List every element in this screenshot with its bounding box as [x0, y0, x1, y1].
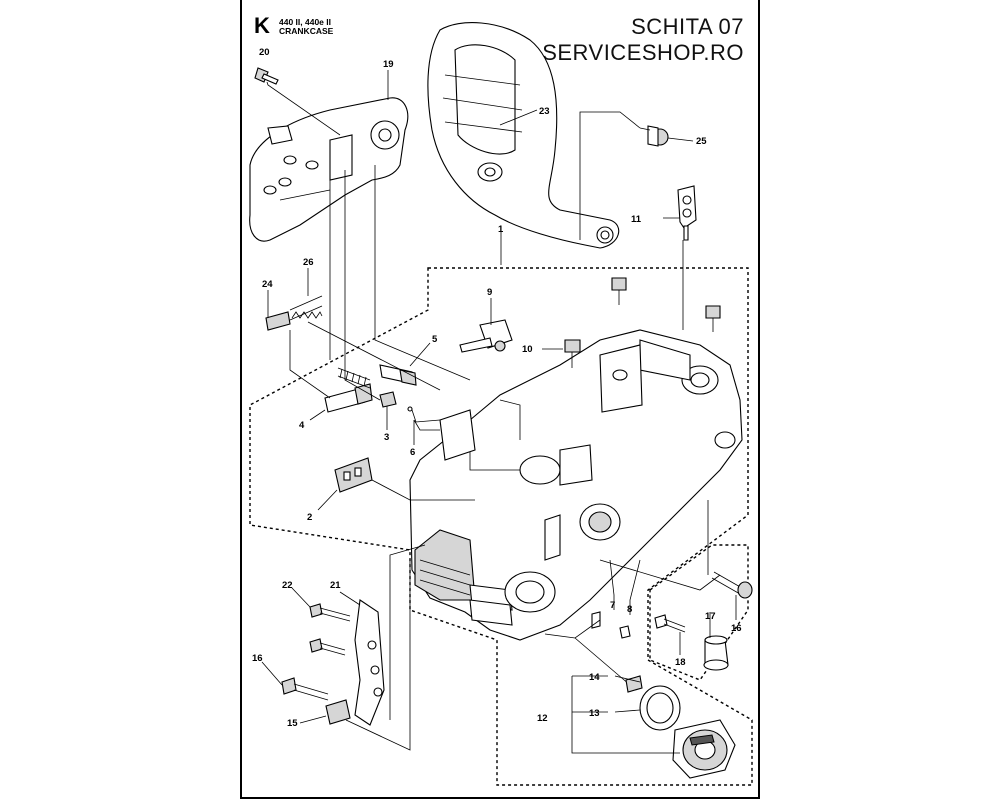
plate-part-15 — [325, 699, 351, 725]
callout-6: 6 — [410, 447, 415, 458]
oil-pickup-part-9 — [459, 319, 513, 353]
callout-3: 3 — [384, 432, 389, 443]
pin-part-6 — [407, 406, 441, 423]
threaded-rod — [337, 367, 371, 389]
callout-5: 5 — [432, 334, 438, 345]
callout-16-right: 16 — [731, 623, 742, 634]
callout-2: 2 — [307, 512, 312, 523]
chain-catcher-part-21 — [354, 599, 385, 726]
sleeve-part-5 — [379, 364, 417, 386]
kit-16-18-boundary — [649, 544, 749, 681]
screw-part-22b — [309, 638, 346, 656]
callout-1: 1 — [498, 224, 504, 235]
callout-4: 4 — [299, 420, 305, 431]
screw-part-16-right — [711, 571, 753, 599]
seal-part-13 — [639, 685, 681, 731]
callout-25: 25 — [696, 136, 707, 147]
diagram-frame — [240, 0, 760, 799]
section-letter: K — [254, 13, 270, 38]
oil-hose-part-14 — [544, 619, 643, 693]
callout-9: 9 — [487, 287, 492, 298]
part-7-8 — [591, 611, 631, 639]
crankcase-part-1 — [409, 329, 743, 641]
plug-part-17 — [703, 635, 729, 671]
callout-19: 19 — [383, 59, 394, 70]
callout-8: 8 — [627, 604, 632, 615]
front-handle-part-23 — [427, 22, 620, 249]
callout-21: 21 — [330, 580, 341, 591]
callout-17: 17 — [705, 611, 716, 622]
bolt-part-4 — [324, 383, 373, 413]
callout-26: 26 — [303, 257, 314, 268]
callout-22: 22 — [282, 580, 293, 591]
screw-part-16-left — [281, 677, 329, 701]
leader-lines — [261, 70, 737, 754]
grommet-part-25 — [639, 125, 669, 147]
callout-24: 24 — [262, 279, 273, 290]
callout-12: 12 — [537, 713, 548, 724]
screw-part-22 — [309, 603, 351, 622]
screw-part-18 — [654, 614, 686, 633]
section-name: CRANKCASE — [279, 26, 334, 36]
callout-11: 11 — [631, 214, 642, 225]
kit-1-boundary — [249, 267, 753, 786]
chain-guard-part-19 — [249, 97, 409, 242]
block-part-3 — [379, 391, 397, 408]
shop-name: SERVICESHOP.RO — [542, 40, 744, 65]
callout-23: 23 — [539, 106, 550, 117]
sheet-title: SCHITA 07 — [631, 14, 744, 39]
callout-18: 18 — [675, 657, 686, 668]
crankcase-bolts — [564, 277, 721, 368]
screw-part-20 — [254, 67, 279, 85]
bracket-part-2 — [334, 457, 373, 493]
callouts: 1 2 3 4 5 6 7 8 9 10 11 12 13 14 15 16 1… — [252, 47, 742, 729]
callout-15: 15 — [287, 718, 298, 729]
spring-part-26 — [289, 295, 323, 321]
callout-10: 10 — [522, 344, 533, 355]
callout-20: 20 — [259, 47, 270, 58]
callout-7: 7 — [610, 600, 615, 611]
pin-part-24 — [265, 311, 291, 331]
callout-13: 13 — [589, 708, 600, 719]
callout-16-left: 16 — [252, 653, 263, 664]
callout-14: 14 — [589, 672, 600, 683]
fitting-part-11 — [677, 185, 697, 241]
oil-pump-part-12 — [672, 719, 736, 779]
model-line: 440 II, 440e II — [279, 17, 331, 27]
